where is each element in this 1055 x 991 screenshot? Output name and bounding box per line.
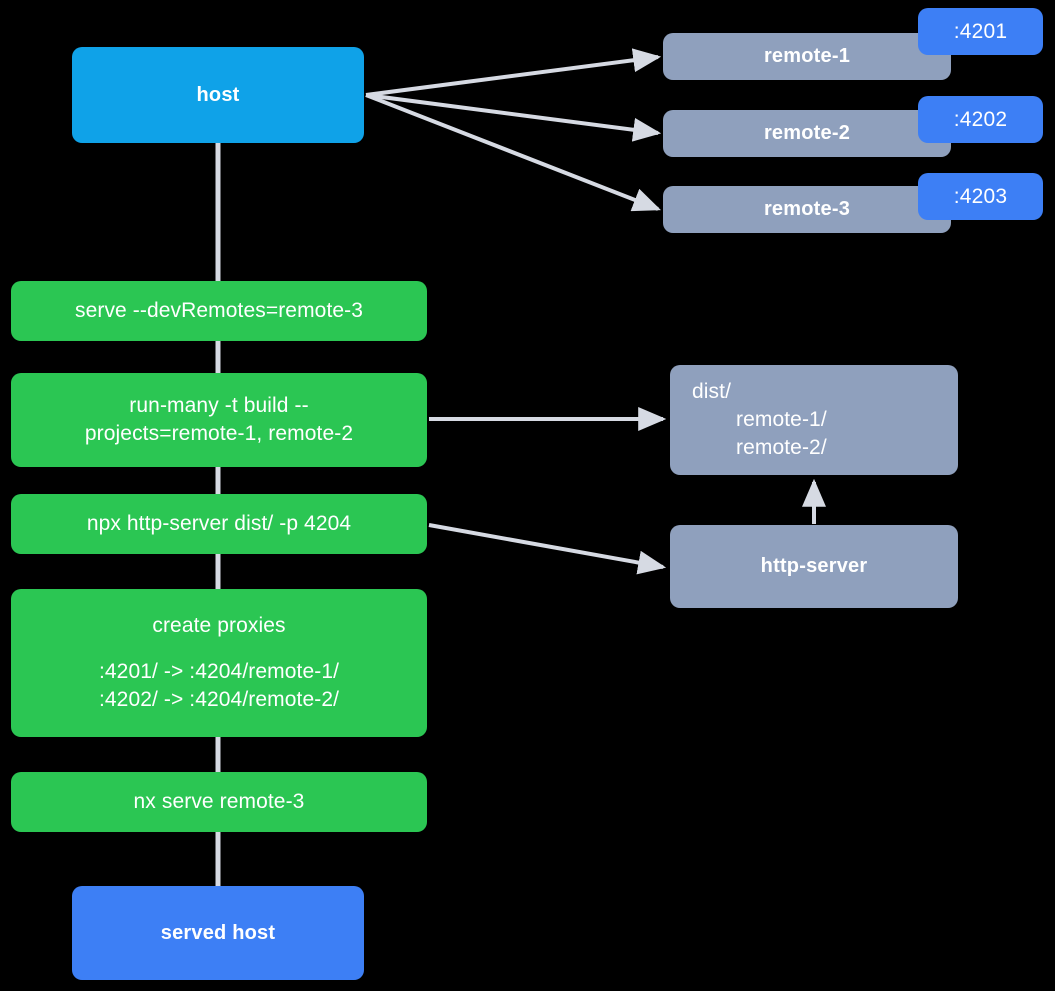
edge-host-to-remote-2 bbox=[365, 93, 662, 142]
node-dist-folder[interactable]: dist/ remote-1/ remote-2/ bbox=[670, 365, 958, 475]
node-remote-3-label: remote-3 bbox=[763, 198, 851, 221]
port-badge-remote-1: :4201 bbox=[918, 8, 1043, 55]
port-badge-remote-3: :4203 bbox=[918, 173, 1043, 220]
node-remote-3[interactable]: remote-3 bbox=[663, 186, 951, 233]
node-command-create-proxies-text: create proxies :4201/ -> :4204/remote-1/… bbox=[21, 612, 417, 713]
node-served-host-label: served host bbox=[160, 921, 276, 944]
node-remote-1-label: remote-1 bbox=[763, 45, 851, 68]
edge-host-to-remote-1 bbox=[365, 48, 662, 97]
node-remote-2[interactable]: remote-2 bbox=[663, 110, 951, 157]
dist-folder-root: dist/ bbox=[692, 380, 732, 404]
port-badge-remote-3-label: :4203 bbox=[953, 184, 1008, 208]
node-host[interactable]: host bbox=[72, 47, 364, 143]
node-host-label: host bbox=[196, 83, 240, 106]
node-command-run-many-text: run-many -t build -- projects=remote-1, … bbox=[21, 392, 417, 447]
node-remote-1[interactable]: remote-1 bbox=[663, 33, 951, 80]
node-http-server-label: http-server bbox=[760, 555, 868, 578]
dist-folder-remote-1: remote-1/ bbox=[736, 408, 827, 432]
port-badge-remote-2-label: :4202 bbox=[953, 107, 1008, 131]
node-command-run-many[interactable]: run-many -t build -- projects=remote-1, … bbox=[11, 373, 427, 467]
proxy-mapping-2: :4202/ -> :4204/remote-2/ bbox=[98, 687, 340, 711]
node-command-nx-serve-remote-3[interactable]: nx serve remote-3 bbox=[11, 772, 427, 832]
edge-npx-to-http-server bbox=[428, 523, 667, 575]
node-command-serve-devremotes[interactable]: serve --devRemotes=remote-3 bbox=[11, 281, 427, 341]
node-remote-2-label: remote-2 bbox=[763, 122, 851, 145]
dist-folder-remote-2: remote-2/ bbox=[736, 435, 827, 459]
node-served-host[interactable]: served host bbox=[72, 886, 364, 980]
node-command-run-many-line-2: projects=remote-1, remote-2 bbox=[84, 422, 354, 445]
node-command-create-proxies[interactable]: create proxies :4201/ -> :4204/remote-1/… bbox=[11, 589, 427, 737]
node-http-server[interactable]: http-server bbox=[670, 525, 958, 608]
port-badge-remote-1-label: :4201 bbox=[953, 19, 1008, 43]
port-badge-remote-2: :4202 bbox=[918, 96, 1043, 143]
node-command-nx-serve-remote-3-label: nx serve remote-3 bbox=[133, 790, 305, 814]
node-command-run-many-line-1: run-many -t build -- bbox=[129, 394, 309, 418]
create-proxies-spacer bbox=[21, 640, 417, 658]
node-command-npx-http-server-label: npx http-server dist/ -p 4204 bbox=[86, 512, 352, 536]
node-command-create-proxies-title: create proxies bbox=[152, 614, 286, 638]
node-command-serve-devremotes-label: serve --devRemotes=remote-3 bbox=[74, 299, 364, 323]
node-command-npx-http-server[interactable]: npx http-server dist/ -p 4204 bbox=[11, 494, 427, 554]
edge-host-to-remote-3 bbox=[365, 93, 661, 212]
node-dist-folder-text: dist/ remote-1/ remote-2/ bbox=[692, 378, 948, 461]
proxy-mapping-1: :4201/ -> :4204/remote-1/ bbox=[98, 660, 340, 684]
